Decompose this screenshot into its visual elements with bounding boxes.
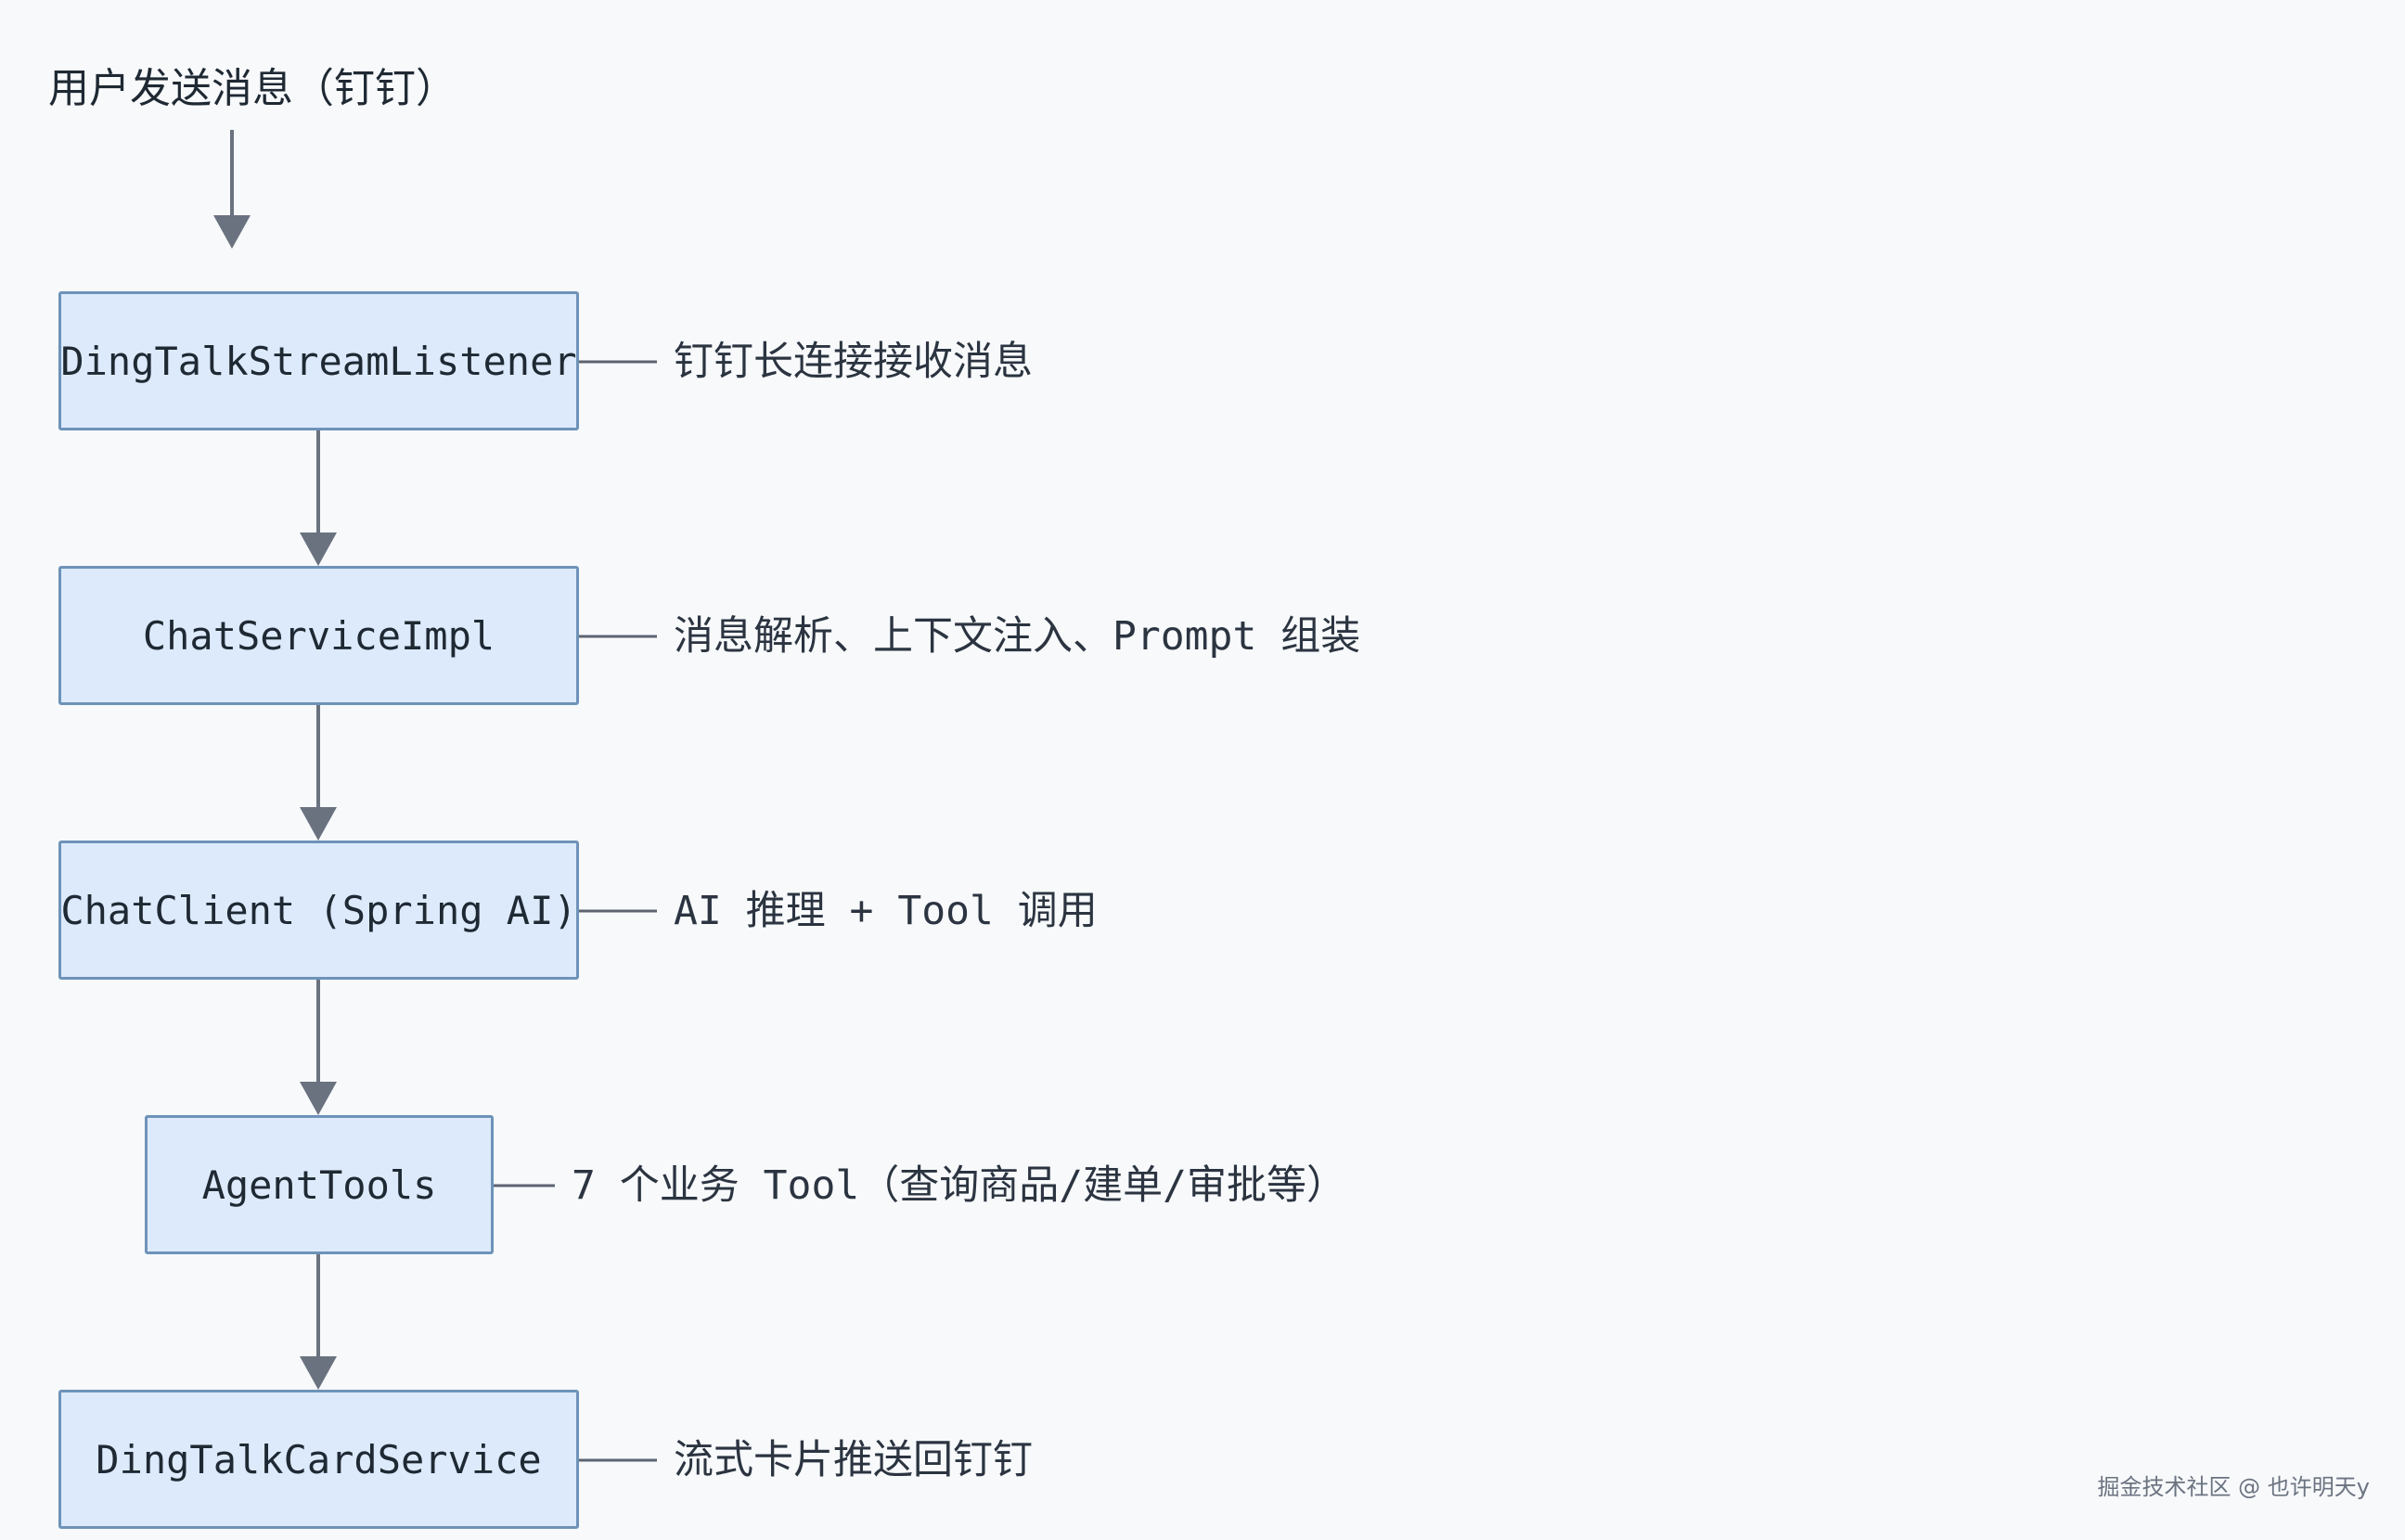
node-description: 消息解析、上下文注入、Prompt 组装 bbox=[674, 613, 1361, 660]
flow-arrow-1 bbox=[300, 430, 337, 566]
node-description: 7 个业务 Tool（查询商品/建单/审批等） bbox=[572, 1162, 1346, 1209]
node-label: DingTalkStreamListener bbox=[60, 338, 577, 384]
node-chat-client: ChatClient (Spring AI) bbox=[58, 841, 579, 980]
diagram-title: 用户发送消息（钉钉） bbox=[48, 65, 457, 112]
node-chat-service-impl: ChatServiceImpl bbox=[58, 566, 579, 705]
flow-arrow-4 bbox=[300, 1254, 337, 1390]
node-description: 钉钉长连接接收消息 bbox=[674, 339, 1033, 385]
watermark: 掘金技术社区 @ 也许明天y bbox=[2097, 1474, 2370, 1500]
node-label: DingTalkCardService bbox=[96, 1436, 542, 1482]
start-arrow bbox=[213, 130, 251, 249]
node-dingtalk-card-service: DingTalkCardService bbox=[58, 1390, 579, 1529]
node-description: AI 推理 + Tool 调用 bbox=[674, 888, 1098, 934]
flow-arrow-3 bbox=[300, 980, 337, 1115]
flow-arrow-2 bbox=[300, 705, 337, 841]
node-label: ChatClient (Spring AI) bbox=[60, 887, 577, 933]
node-dingtalk-stream-listener: DingTalkStreamListener bbox=[58, 291, 579, 430]
node-label: ChatServiceImpl bbox=[142, 612, 495, 659]
node-description: 流式卡片推送回钉钉 bbox=[674, 1437, 1033, 1483]
node-agent-tools: AgentTools bbox=[145, 1115, 494, 1254]
node-label: AgentTools bbox=[201, 1161, 437, 1208]
